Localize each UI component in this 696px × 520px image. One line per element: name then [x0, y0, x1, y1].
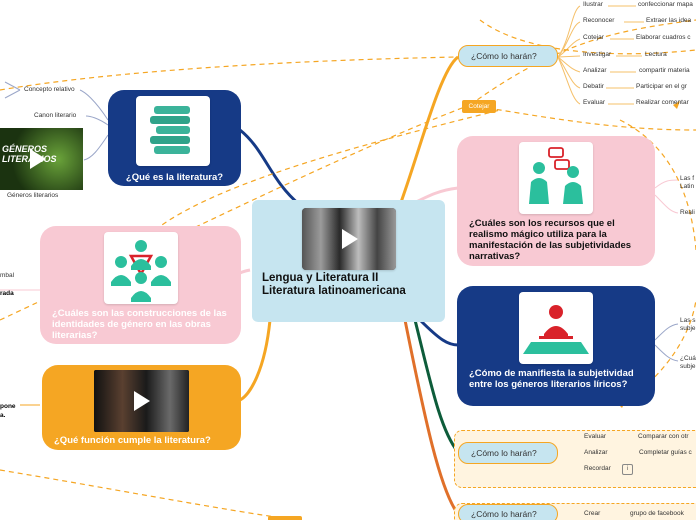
label-a: a. — [0, 412, 6, 419]
node-funcion-literatura[interactable]: ¿Qué función cumple la literatura? — [42, 365, 241, 450]
label-las-s: Las s — [680, 317, 696, 324]
node-subjetividad-liricos[interactable]: ¿Cómo de manifiesta la subjetividad entr… — [457, 286, 655, 406]
label-rada: rada — [0, 290, 14, 297]
bottom-verb-item[interactable]: Evaluar — [584, 433, 607, 440]
verb-item[interactable]: Ilustrar — [583, 1, 603, 8]
verb-item[interactable]: Reconocer — [583, 17, 615, 24]
label-subje-2: subje — [680, 363, 696, 370]
pill-como-lo-haran-1[interactable]: ¿Cómo lo harán? — [458, 45, 558, 67]
crear-verb[interactable]: Crear — [584, 510, 601, 517]
label-cua: ¿Cuá — [680, 355, 696, 362]
node-title: ¿Qué es la literatura? — [125, 172, 224, 183]
label-las-f: Las f — [680, 175, 695, 182]
conversation-icon — [519, 142, 593, 214]
central-topic[interactable]: Lengua y Literatura II Literatura latino… — [252, 200, 445, 322]
node-title: ¿Cómo de manifiesta la subjetividad entr… — [469, 368, 634, 390]
play-icon[interactable] — [342, 229, 358, 249]
label-reali: Reali — [680, 209, 695, 216]
generos-image-text: GÉNEROS LITERARIOS — [2, 144, 57, 164]
label-pone: pone — [0, 403, 16, 410]
label-generos-literarios[interactable]: Géneros literarios — [7, 192, 59, 199]
node-recursos-realismo-magico[interactable]: ¿Cuáles son los recursos que el realismo… — [457, 136, 655, 266]
action-item[interactable]: compartir materia — [639, 67, 690, 74]
verb-item[interactable]: Analizar — [583, 67, 607, 74]
play-icon[interactable] — [30, 149, 46, 169]
verb-item[interactable]: Cotejar — [583, 34, 604, 41]
central-title: Lengua y Literatura II Literatura latino… — [262, 272, 406, 297]
video-play-icon[interactable] — [94, 370, 189, 432]
action-item[interactable]: Participar en el gr — [636, 83, 687, 90]
node-title: ¿Qué función cumple la literatura? — [54, 435, 211, 446]
label-canon-literario[interactable]: Canon literario — [34, 112, 77, 119]
pill-como-lo-haran-3[interactable]: ¿Cómo lo harán? — [458, 504, 558, 520]
bottom-verb-item[interactable]: Analizar — [584, 449, 608, 456]
bottom-action-item[interactable]: Comparar con otr — [638, 433, 689, 440]
action-item[interactable]: Elaborar cuadros c — [636, 34, 691, 41]
verb-item[interactable]: Investigar — [583, 51, 612, 58]
label-mbal: mbal — [0, 272, 15, 279]
group-icon — [104, 232, 178, 304]
action-item[interactable]: Extraer las idea — [646, 17, 692, 24]
crear-action[interactable]: grupo de facebook — [630, 510, 684, 517]
node-title: ¿Cuáles son los recursos que el realismo… — [469, 218, 632, 262]
pill-como-lo-haran-2[interactable]: ¿Cómo lo harán? — [458, 442, 558, 464]
bottom-action-item[interactable]: Completar guías c — [639, 449, 692, 456]
play-icon[interactable] — [134, 391, 150, 411]
verb-item[interactable]: Debatir — [583, 83, 604, 90]
info-icon[interactable]: i — [622, 464, 633, 475]
node-title: ¿Cuáles son las construcciones de las id… — [52, 308, 227, 341]
action-item[interactable]: Lectura — [645, 51, 667, 58]
node-construcciones-identidades[interactable]: ¿Cuáles son las construcciones de las id… — [40, 226, 241, 344]
generos-literarios-image[interactable]: GÉNEROS LITERARIOS — [0, 128, 83, 190]
authors-photo[interactable] — [302, 208, 396, 270]
tag-cotejar[interactable]: Cotejar — [462, 100, 496, 113]
books-icon — [136, 96, 210, 166]
bottom-orange-tag[interactable] — [268, 516, 302, 520]
bottom-verb-item[interactable]: Recordar — [584, 465, 611, 472]
presenter-icon — [519, 292, 593, 364]
action-item[interactable]: Realizar comentar — [636, 99, 689, 106]
label-concepto-relativo[interactable]: Concepto relativo — [24, 86, 75, 93]
verb-item[interactable]: Evaluar — [583, 99, 606, 106]
label-subje-1: subje — [680, 325, 696, 332]
node-que-es-literatura[interactable]: ¿Qué es la literatura? — [108, 90, 241, 186]
action-item[interactable]: confeccionar mapa — [638, 1, 693, 8]
label-latin: Latin — [680, 183, 695, 190]
